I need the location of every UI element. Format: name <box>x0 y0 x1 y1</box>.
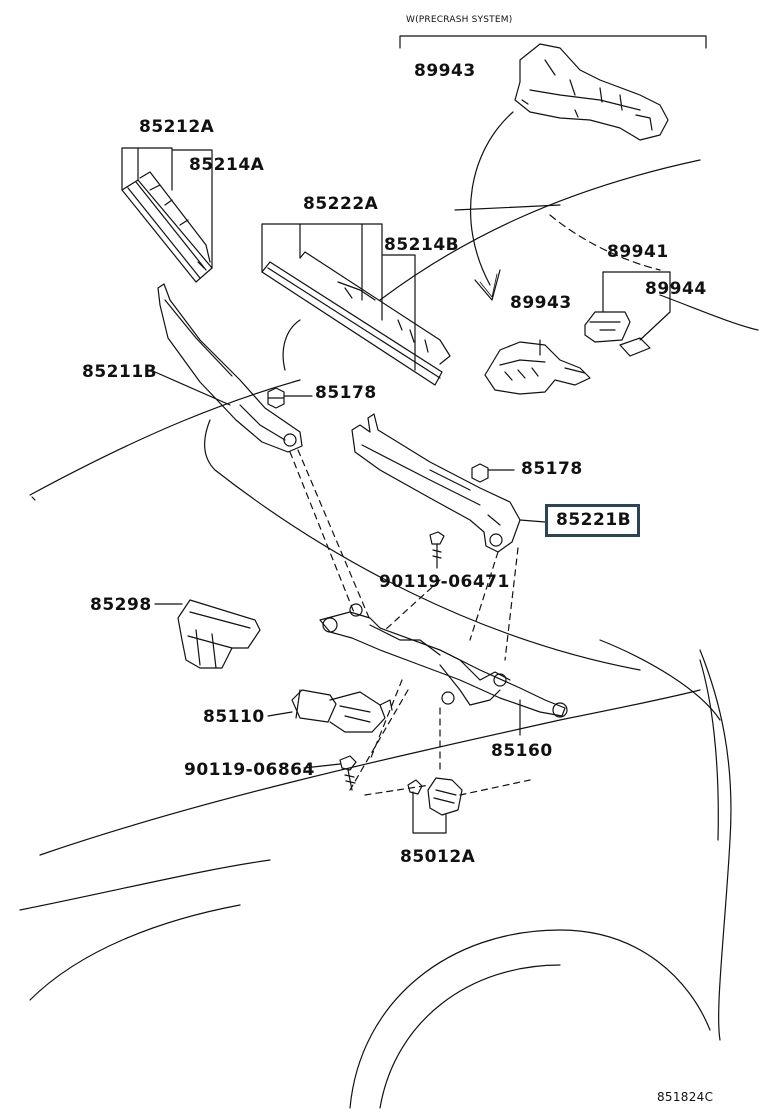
camera-bracket-lower <box>484 339 591 395</box>
part-label-85212A[interactable]: 85212A <box>139 117 215 137</box>
part-label-89943-top[interactable]: 89943 <box>414 61 476 81</box>
sensor-assembly <box>584 271 671 357</box>
part-label-85214A[interactable]: 85214A <box>189 155 265 175</box>
wiper-arm-right <box>351 413 546 553</box>
part-label-85222A[interactable]: 85222A <box>303 194 379 214</box>
part-label-90119-06864[interactable]: 90119-06864 <box>184 760 315 780</box>
precrash-system-note: W(PRECRASH SYSTEM) <box>406 15 513 25</box>
part-label-89944[interactable]: 89944 <box>645 279 707 299</box>
part-label-85178-upper[interactable]: 85178 <box>315 383 377 403</box>
part-label-85178-lower[interactable]: 85178 <box>521 459 583 479</box>
part-label-90119-06471[interactable]: 90119-06471 <box>379 572 510 592</box>
part-label-85160[interactable]: 85160 <box>491 741 553 761</box>
nut-85178-upper <box>267 387 313 409</box>
part-label-85110[interactable]: 85110 <box>203 707 265 727</box>
bolt-90119-06864 <box>303 755 357 791</box>
part-label-89941[interactable]: 89941 <box>607 242 669 262</box>
car-body-outline <box>19 159 759 1109</box>
part-label-85298[interactable]: 85298 <box>90 595 152 615</box>
part-label-85214B[interactable]: 85214B <box>384 235 460 255</box>
part-label-89943-lower[interactable]: 89943 <box>510 293 572 313</box>
wiper-arm-left <box>154 283 303 453</box>
relocation-arrow <box>469 111 514 301</box>
cover-85298 <box>154 599 261 669</box>
bracket-85012A <box>407 777 463 834</box>
wiper-motor <box>267 689 393 733</box>
part-label-85012A[interactable]: 85012A <box>400 847 476 867</box>
wiper-blade-left <box>121 147 213 283</box>
assembly-lines <box>289 449 531 796</box>
precrash-bracket-line <box>399 35 707 49</box>
bolt-90119-06471 <box>429 531 445 569</box>
part-label-85221B-highlighted[interactable]: 85221B <box>545 504 641 537</box>
wiper-linkage <box>319 603 568 736</box>
nut-85178-lower <box>471 463 515 483</box>
illustration-code: 851824C <box>657 1090 714 1104</box>
part-label-85211B[interactable]: 85211B <box>82 362 158 382</box>
wiper-blade-right <box>261 223 451 386</box>
camera-bracket-top <box>514 43 669 141</box>
